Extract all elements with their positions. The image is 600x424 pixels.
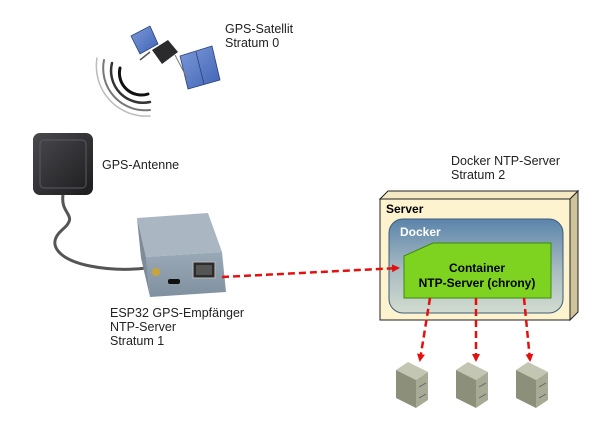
gps-antenna-icon: [33, 133, 93, 195]
container-box: [403, 242, 552, 299]
satellite-label: GPS-Satellit Stratum 0: [225, 22, 293, 50]
client-server-icon: [516, 362, 548, 408]
esp32-receiver-icon: [137, 213, 226, 297]
docker-server-stratum: Stratum 2: [451, 168, 506, 182]
docker-server-label: Docker NTP-Server Stratum 2: [451, 154, 560, 182]
client-server-icon: [396, 362, 428, 408]
ntp-sync-arrow: [221, 264, 400, 279]
container-label: Container: [449, 261, 505, 275]
receiver-role: NTP-Server: [110, 320, 176, 334]
client-server-icon: [456, 362, 488, 408]
satellite-name: GPS-Satellit: [225, 22, 294, 36]
receiver-name: ESP32 GPS-Empfänger: [110, 306, 245, 320]
antenna-label: GPS-Antenne: [102, 158, 180, 172]
docker-server-name: Docker NTP-Server: [451, 154, 561, 168]
receiver-label: ESP32 GPS-Empfänger NTP-Server Stratum 1: [110, 306, 244, 348]
server-label: Server: [386, 202, 424, 216]
container-service-label: NTP-Server (chrony): [419, 276, 536, 290]
docker-label: Docker: [400, 225, 441, 239]
satellite-icon: [95, 25, 221, 117]
receiver-stratum: Stratum 1: [110, 334, 165, 348]
signal-waves-icon: [95, 57, 152, 117]
satellite-stratum: Stratum 0: [225, 36, 280, 50]
antenna-cable: [53, 194, 149, 271]
